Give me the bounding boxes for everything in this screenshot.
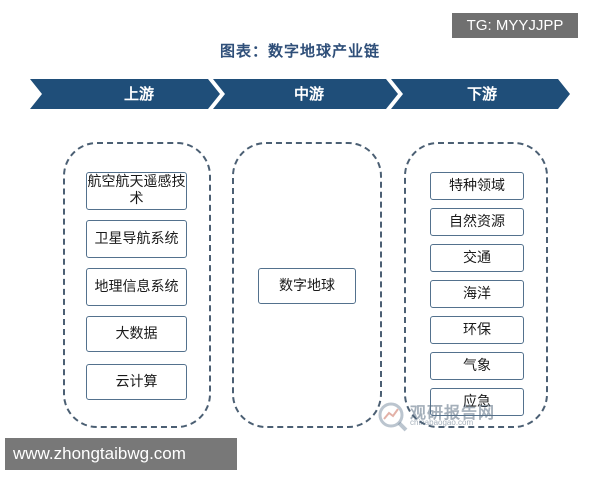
url-watermark: www.zhongtaibwg.com [5, 438, 237, 470]
downstream-item: 自然资源 [430, 208, 524, 236]
midstream-item: 数字地球 [258, 268, 356, 304]
downstream-group [404, 142, 548, 428]
upstream-group [63, 142, 211, 428]
chevron-divider-2 [387, 79, 402, 109]
downstream-item: 气象 [430, 352, 524, 380]
downstream-item: 应急 [430, 388, 524, 416]
stage-chevron-downstream [391, 79, 570, 109]
upstream-item: 地理信息系统 [86, 268, 187, 306]
tg-watermark: TG: MYYJJPP [452, 13, 578, 38]
stage-chevron-upstream [30, 79, 220, 109]
upstream-item: 航空航天遥感技术 [86, 172, 187, 210]
downstream-item: 海洋 [430, 280, 524, 308]
stage-label-downstream: 下游 [466, 85, 497, 103]
logo-watermark-text: 观研报告网 [410, 403, 496, 422]
upstream-item: 大数据 [86, 316, 187, 352]
midstream-group [232, 142, 382, 428]
stage-label-upstream: 上游 [123, 85, 154, 103]
upstream-item: 云计算 [86, 364, 187, 400]
upstream-item: 卫星导航系统 [86, 220, 187, 258]
downstream-item: 交通 [430, 244, 524, 272]
logo-watermark-sub: chinabaogao.com [410, 418, 474, 427]
diagram-title: 图表：数字地球产业链 [219, 42, 380, 60]
downstream-item: 特种领域 [430, 172, 524, 200]
stage-chevron-midstream [213, 79, 398, 109]
chevron-divider-1 [209, 79, 224, 109]
downstream-item: 环保 [430, 316, 524, 344]
magnifier-chart-icon [378, 402, 408, 432]
stage-label-midstream: 中游 [293, 85, 324, 103]
stage-banner [30, 79, 570, 109]
